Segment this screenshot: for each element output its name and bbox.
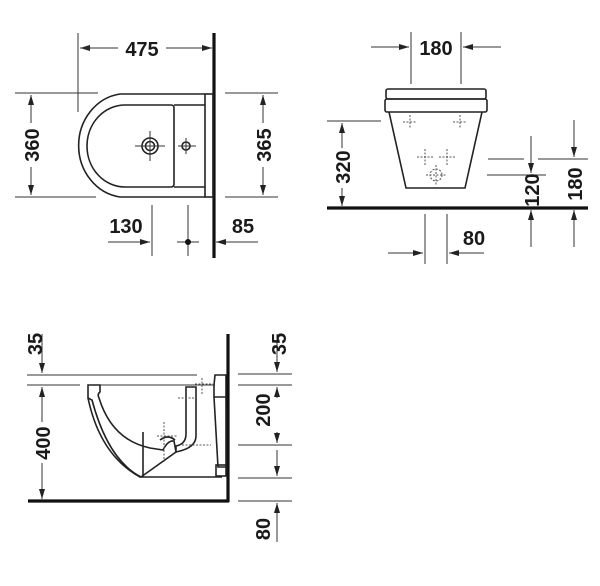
dim-180-spacing: 180 xyxy=(419,38,452,60)
fixing-point-marker xyxy=(185,239,191,245)
dim-35-right: 35 xyxy=(269,333,291,355)
dim-80-outlet: 80 xyxy=(253,518,275,540)
dim-180-height: 180 xyxy=(565,167,587,200)
dim-35-left: 35 xyxy=(25,333,47,355)
dim-475: 475 xyxy=(125,39,158,61)
bidet-body-front xyxy=(388,111,483,189)
dim-400: 400 xyxy=(33,426,55,459)
dim-80-drain: 80 xyxy=(463,228,485,250)
dim-365: 365 xyxy=(254,128,276,161)
dim-130: 130 xyxy=(109,216,142,238)
bidet-rim xyxy=(385,88,487,100)
bidet-side-profile xyxy=(87,384,177,478)
dim-120: 120 xyxy=(522,173,544,206)
dim-360: 360 xyxy=(22,128,44,161)
dim-320: 320 xyxy=(333,150,355,183)
bowl-outer-outline xyxy=(77,93,205,198)
side-view: 35 400 35 xyxy=(25,333,292,542)
dim-85: 85 xyxy=(232,216,254,238)
top-view: 475 360 365 130 xyxy=(15,33,278,258)
dim-200: 200 xyxy=(253,393,275,426)
front-view: 180 320 120 xyxy=(327,32,588,264)
